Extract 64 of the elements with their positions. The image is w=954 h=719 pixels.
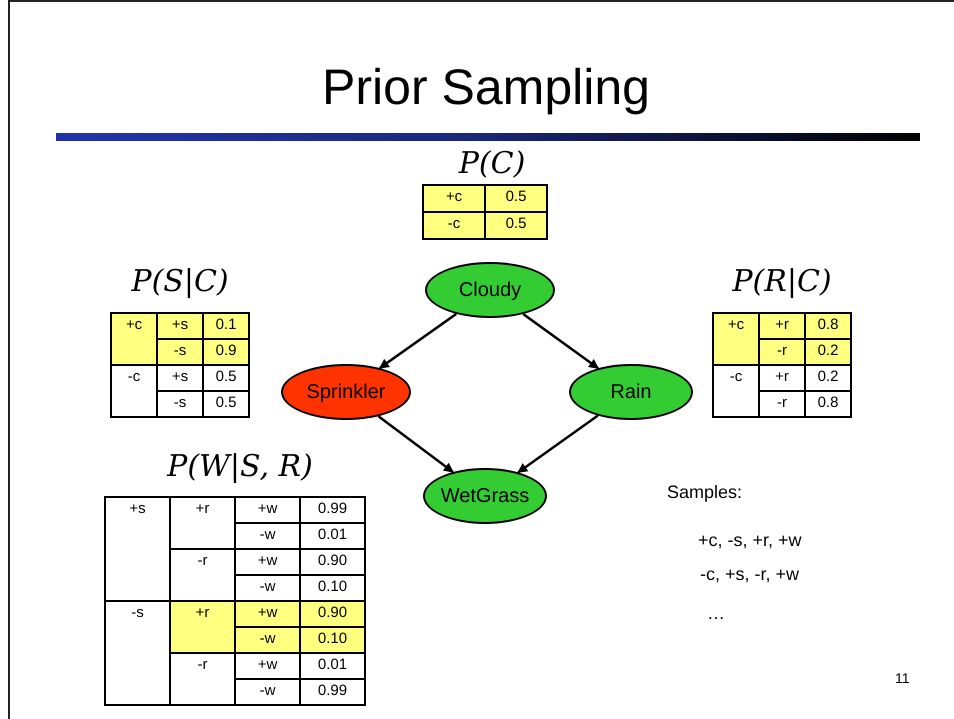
- table-cell: 0.01: [300, 653, 365, 679]
- table-cell: 0.10: [300, 575, 365, 601]
- slide-title: Prior Sampling: [321, 58, 651, 116]
- arrow: [378, 415, 454, 474]
- sample-text: +c, -s, +r, +w: [698, 530, 802, 551]
- table-cell: +c: [713, 313, 759, 365]
- table-cell: -r: [759, 391, 805, 417]
- table-cell: +r: [170, 497, 235, 549]
- table-cell: -w: [235, 523, 300, 549]
- table-cell: -r: [170, 653, 235, 705]
- variable-ellipse: Rain: [569, 364, 693, 420]
- table-cell: +r: [170, 601, 235, 653]
- arrow: [517, 414, 599, 474]
- table-cell: 0.8: [805, 313, 851, 339]
- arrow: [378, 312, 457, 370]
- table-cell: +r: [759, 365, 805, 391]
- table-cell: -c: [423, 212, 485, 239]
- table-cell: +s: [157, 365, 203, 391]
- table-cell: +c: [111, 313, 157, 365]
- sample-text: …: [707, 603, 725, 624]
- table-cell: -w: [235, 627, 300, 653]
- arrow: [522, 313, 599, 370]
- table-cell: 0.9: [203, 339, 249, 365]
- table-cell: 0.5: [203, 365, 249, 391]
- table-cell: 0.01: [300, 523, 365, 549]
- samples-heading: Samples:: [667, 482, 742, 503]
- table-cell: -c: [713, 365, 759, 417]
- table-cell: 0.1: [203, 313, 249, 339]
- table-cell: 0.5: [485, 212, 547, 239]
- table-title: P(W|S, R): [166, 449, 314, 484]
- table-cell: 0.99: [300, 497, 365, 523]
- table-cell: 0.2: [805, 365, 851, 391]
- variable-ellipse: WetGrass: [423, 468, 547, 524]
- table-cell: 0.5: [203, 391, 249, 417]
- table-title: P(R|C): [731, 264, 833, 299]
- table-cell: -s: [157, 339, 203, 365]
- table-cell: +s: [157, 313, 203, 339]
- table-cell: -r: [170, 549, 235, 601]
- table-cell: 0.90: [300, 549, 365, 575]
- table-title: P(C): [457, 146, 526, 181]
- sample-text: -c, +s, -r, +w: [700, 564, 800, 585]
- table-cell: -s: [157, 391, 203, 417]
- table-cell: +s: [105, 497, 170, 601]
- table-cell: +r: [759, 313, 805, 339]
- table-cell: 0.90: [300, 601, 365, 627]
- table-cell: -s: [105, 601, 170, 705]
- table-cell: -w: [235, 575, 300, 601]
- table-cell: 0.2: [805, 339, 851, 365]
- table-cell: 0.8: [805, 391, 851, 417]
- variable-ellipse: Sprinkler: [281, 364, 411, 420]
- table-cell: +w: [235, 601, 300, 627]
- variable-ellipse: Cloudy: [425, 262, 555, 318]
- table-cell: +c: [423, 185, 485, 212]
- table-cell: 0.5: [485, 185, 547, 212]
- table-cell: -c: [111, 365, 157, 417]
- table-cell: -r: [759, 339, 805, 365]
- table-cell: +w: [235, 549, 300, 575]
- table-cell: 0.10: [300, 627, 365, 653]
- page-number: 11: [895, 670, 910, 686]
- table-cell: +w: [235, 497, 300, 523]
- table-cell: +w: [235, 653, 300, 679]
- table-cell: -w: [235, 679, 300, 705]
- table-title: P(S|C): [130, 264, 230, 299]
- table-cell: 0.99: [300, 679, 365, 705]
